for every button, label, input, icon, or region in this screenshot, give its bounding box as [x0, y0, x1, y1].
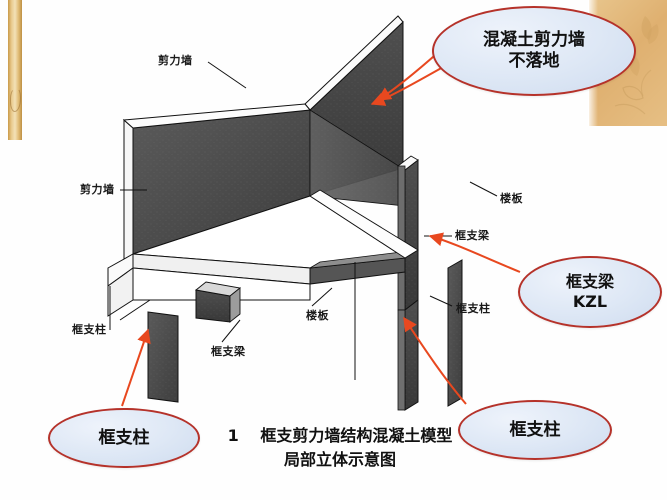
callout-frame-support-beam[interactable]: 框支梁 KZL: [518, 256, 662, 328]
callout-shear-wall-not-grounded[interactable]: 混凝土剪力墙 不落地: [432, 6, 636, 96]
callout-main-line2: 不落地: [508, 51, 560, 71]
figure-caption: 1 框支剪力墙结构混凝土模型 局部立体示意图: [150, 424, 530, 472]
callout-column-left-text: 框支柱: [98, 427, 150, 448]
left-ribbon-ornament: [8, 0, 22, 140]
label-shear-wall-left: 剪力墙: [80, 183, 115, 196]
caption-line2: 局部立体示意图: [283, 450, 396, 469]
label-frame-beam-center: 框支梁: [211, 345, 246, 358]
label-floor-slab-right: 楼板: [500, 192, 523, 205]
label-frame-column-left: 框支柱: [72, 323, 107, 336]
label-shear-wall-top: 剪力墙: [158, 54, 193, 67]
label-frame-column-right: 框支柱: [456, 302, 491, 315]
callout-column-right-text: 框支柱: [509, 419, 561, 440]
caption-number: 1: [227, 426, 239, 445]
caption-line1: 框支剪力墙结构混凝土模型: [260, 426, 453, 445]
callout-kzl-line2: KZL: [572, 292, 608, 311]
callout-frame-support-column-left[interactable]: 框支柱: [48, 408, 200, 468]
callout-main-line1: 混凝土剪力墙: [483, 30, 585, 51]
label-floor-slab-center: 楼板: [306, 309, 329, 322]
vine-decoration-icon: [614, 16, 659, 115]
callout-kzl-line1: 框支梁: [565, 272, 614, 292]
label-frame-beam-right: 框支梁: [455, 229, 490, 242]
callout-frame-support-column-right[interactable]: 框支柱: [458, 400, 612, 460]
